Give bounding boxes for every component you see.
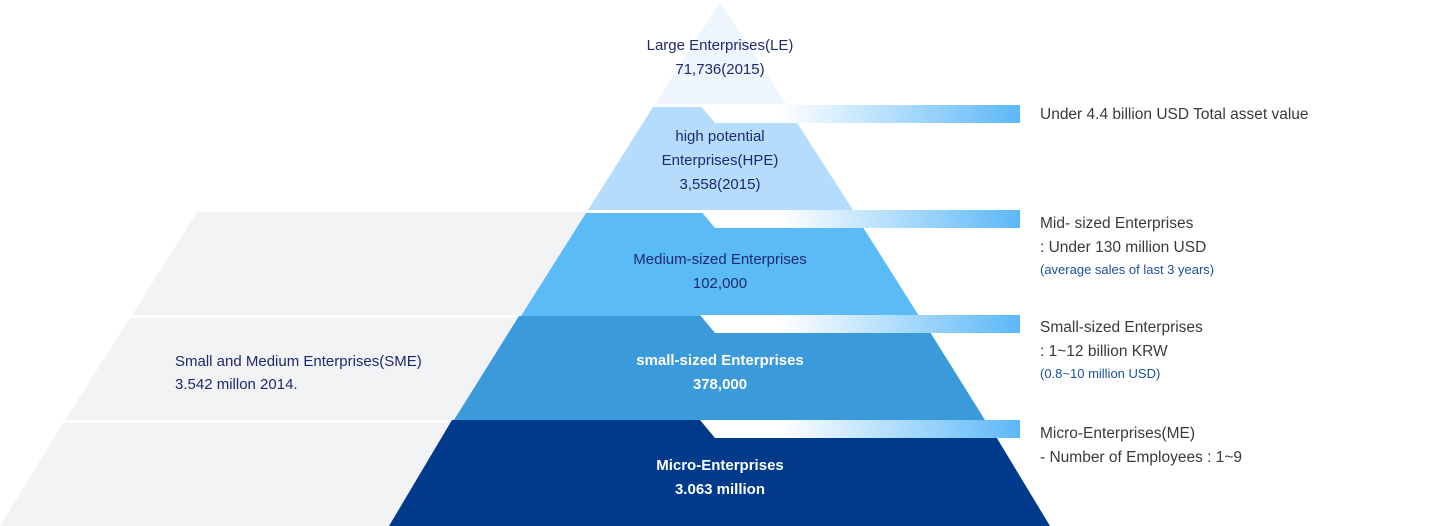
sme-line1: Small and Medium Enterprises(SME) (175, 353, 422, 370)
tier-small-sized-enterprises (454, 316, 985, 420)
connector-hpe (700, 105, 1020, 123)
sme-line2: 3.542 millon 2014. (175, 376, 298, 393)
label-micro-enterprises: Micro-Enterprises 3.063 million (580, 454, 860, 502)
desc-medium-line2: : Under 130 million USD (1040, 239, 1207, 256)
connector-micro (700, 420, 1020, 438)
tier-high-potential-enterprises (588, 107, 853, 210)
desc-medium-note: (average sales of last 3 years) (1040, 262, 1215, 277)
desc-micro-line2: - Number of Employees : 1~9 (1040, 449, 1243, 466)
desc-medium: Mid- sized Enterprises : Under 130 milli… (1040, 212, 1214, 280)
micro-value: 3.063 million (674, 481, 766, 498)
medium-value: 102,000 (692, 275, 748, 292)
label-high-potential-enterprises: high potential Enterprises(HPE) 3,558(20… (600, 125, 840, 197)
small-name: small-sized Enterprises (636, 352, 804, 369)
desc-hpe-line1: Under 4.4 billion USD Total asset value (1040, 106, 1309, 123)
micro-name: Micro-Enterprises (656, 457, 784, 474)
hpe-line1: high potential (675, 128, 765, 145)
desc-small-line2: : 1~12 billion KRW (1040, 343, 1168, 360)
label-sme: Small and Medium Enterprises(SME) 3.542 … (175, 350, 422, 396)
desc-micro: Micro-Enterprises(ME) - Number of Employ… (1040, 422, 1242, 470)
tier-large-enterprises (655, 2, 786, 104)
tier-micro-enterprises (389, 420, 1050, 526)
desc-micro-line1: Micro-Enterprises(ME) (1040, 425, 1196, 442)
le-name: Large Enterprises(LE) (646, 37, 794, 54)
desc-small: Small-sized Enterprises : 1~12 billion K… (1040, 316, 1203, 384)
medium-name: Medium-sized Enterprises (633, 251, 807, 268)
sme-band-bottom (0, 423, 454, 526)
label-small-sized-enterprises: small-sized Enterprises 378,000 (580, 349, 860, 397)
tier-medium-sized-enterprises (521, 213, 919, 316)
sme-band-middle (65, 318, 522, 420)
label-large-enterprises: Large Enterprises(LE) 71,736(2015) (600, 34, 840, 82)
hpe-value: 3,558(2015) (679, 176, 761, 193)
desc-small-line1: Small-sized Enterprises (1040, 319, 1203, 336)
desc-small-note: (0.8~10 million USD) (1040, 366, 1161, 381)
le-value: 71,736(2015) (675, 61, 765, 78)
connector-medium (700, 210, 1020, 228)
hpe-line2: Enterprises(HPE) (661, 152, 779, 169)
sme-band-top (132, 212, 590, 315)
desc-hpe: Under 4.4 billion USD Total asset value (1040, 103, 1309, 127)
desc-medium-line1: Mid- sized Enterprises (1040, 215, 1194, 232)
label-medium-sized-enterprises: Medium-sized Enterprises 102,000 (580, 248, 860, 296)
connector-small (700, 315, 1020, 333)
small-value: 378,000 (692, 376, 748, 393)
